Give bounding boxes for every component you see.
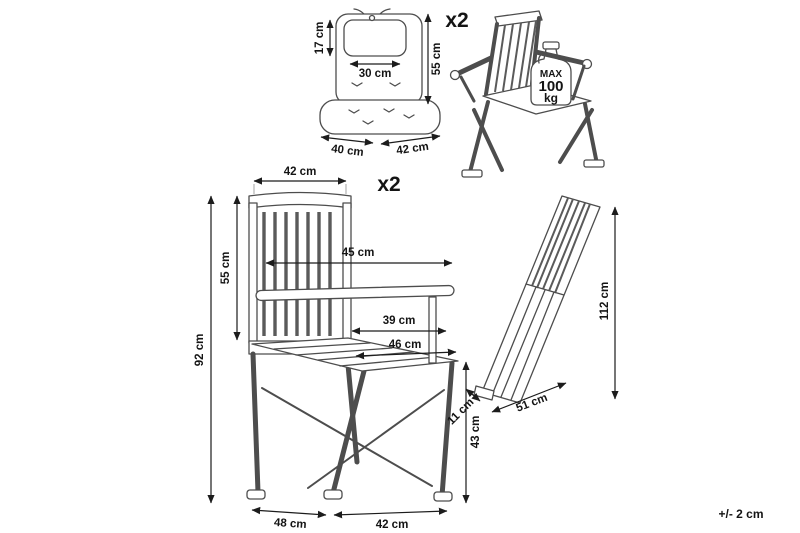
dimension-backrest-height: 55 cm [220,195,241,341]
chair-legs [246,351,455,502]
dim-label-42cm-cushion: 42 cm [396,141,430,157]
folded-frame-rails [491,286,555,401]
persp-foot-left [461,169,483,178]
chair-seat [251,337,459,372]
chair-right-post [342,202,352,344]
dimension-folded-height: 112 cm [599,206,619,400]
chair-top-rail [248,191,352,209]
tolerance-note: +/- 2 cm [718,507,763,521]
dimension-seat-width: 46 cm [355,339,457,360]
dimension-cushion-head-width: 30 cm [349,60,401,80]
chair-left-post [248,202,258,344]
dim-label-42cm-bottom: 42 cm [376,519,409,531]
persp-foot-right [583,159,605,168]
dim-label-30cm: 30 cm [359,68,392,80]
jug-cap [542,41,560,50]
dim-label-55cm-cushion: 55 cm [431,43,443,76]
dim-label-112cm: 112 cm [599,282,611,320]
chair-foot-rear-left [246,489,266,500]
dim-label-39cm: 39 cm [383,315,416,327]
cushion-tie-knot [368,14,376,22]
chair-armrest [255,284,455,302]
folded-backrest-slats [531,197,591,294]
chair-backrest-slats [262,212,332,336]
cushion-seat-outline [319,99,441,135]
cushion-stitch-marks-seat [348,108,415,125]
persp-armrest-left-cap [449,69,461,81]
max-load-weight: MAX 100 kg [530,41,572,106]
dim-label-40cm: 40 cm [330,143,364,159]
chair-front-view: x2 42 cm 55 cm 92 cm 45 cm 39 cm 46 cm [194,166,482,531]
chair-foot-front-left [323,489,343,500]
dimension-base-width: 42 cm [333,507,448,531]
persp-legs [461,100,605,178]
cushion-top-view: 17 cm 30 cm 55 cm x2 40 cm 42 cm [314,8,469,159]
dimension-cushion-seat-depth: 40 cm [320,134,374,159]
cushion-stitch-marks-back [351,82,401,87]
dimension-base-depth: 48 cm [251,506,327,531]
persp-armrest-left-support [459,75,476,103]
max-load-line2: 100 [538,78,563,95]
dim-label-92cm: 92 cm [194,334,206,367]
dimension-cushion-seat-width: 42 cm [380,133,441,157]
dim-label-45cm: 45 cm [342,247,375,259]
dimension-armrest-depth: 45 cm [265,247,453,267]
dimension-seat-depth: 39 cm [351,315,447,335]
chair-perspective-view: MAX 100 kg [449,10,605,178]
dimension-cushion-back-length: 55 cm [424,13,443,105]
dim-label-55cm: 55 cm [220,252,232,285]
chair-folded-view: 112 cm 11 cm 51 cm [445,195,619,427]
dim-label-42cm-top: 42 cm [284,166,317,178]
dim-label-17cm: 17 cm [314,22,326,55]
cushion-head-pillow [343,19,407,57]
dimension-chair-top-width: 42 cm [253,166,347,194]
jug-body [530,48,572,106]
max-load-line1: MAX [540,69,563,80]
dim-label-43cm: 43 cm [470,416,482,449]
cushion-quantity-label: x2 [445,9,468,32]
chair-quantity-label: x2 [377,173,400,196]
dimension-seat-height: 43 cm [462,361,482,504]
dimension-total-height: 92 cm [194,195,215,504]
max-load-line3: kg [544,91,558,105]
chair-foot-front-right [433,491,453,502]
persp-armrest-right [533,49,587,66]
persp-backrest-slats [494,20,537,93]
persp-armrest-right-support [571,64,586,101]
persp-armrest-left [454,55,494,77]
dim-label-48cm: 48 cm [274,517,307,531]
dim-label-46cm: 46 cm [389,339,422,351]
dimension-cushion-head-height: 17 cm [314,19,334,57]
